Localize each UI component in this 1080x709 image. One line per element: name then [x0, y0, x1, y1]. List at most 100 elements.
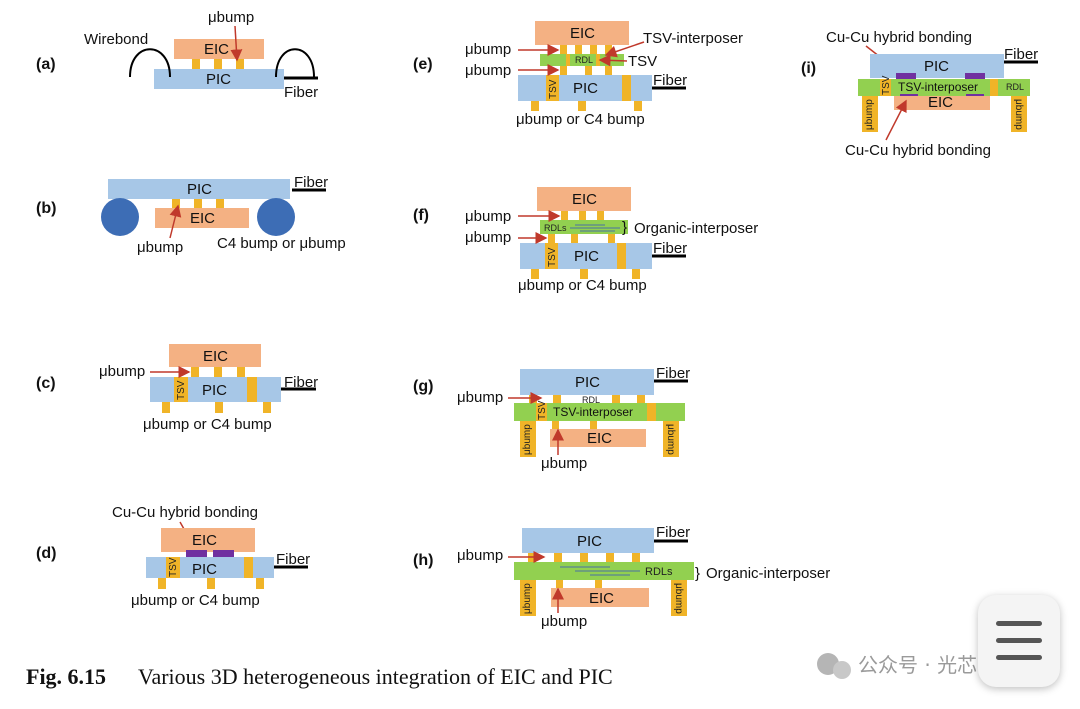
- microbump: [571, 234, 578, 243]
- fiber-label: Fiber: [284, 374, 318, 391]
- ubump-label: μbump: [137, 239, 183, 256]
- tsv-interposer-label: TSV-interposer: [553, 405, 633, 419]
- microbump: [553, 395, 561, 403]
- ubump-pillar: [663, 421, 679, 457]
- tsv-via: [545, 243, 558, 269]
- fiber-label: Fiber: [276, 551, 310, 568]
- tsv-via: [647, 403, 656, 421]
- tsv-via: [174, 377, 188, 402]
- fiber-label: Fiber: [656, 524, 690, 541]
- microbump: [632, 553, 640, 562]
- pointer-arrow: [885, 99, 907, 141]
- cucu-label: Cu-Cu hybrid bonding: [112, 504, 258, 521]
- ubump-label-bottom: μbump: [541, 613, 587, 630]
- eic-label: EIC: [190, 210, 215, 227]
- panel-i: (i) Cu-Cu hybrid bonding PIC Fiber TSV T…: [801, 29, 1038, 159]
- ubump-label-top: μbump: [457, 389, 503, 406]
- eic-die: [894, 96, 990, 110]
- fiber-label: Fiber: [294, 174, 328, 191]
- microbump: [554, 553, 562, 562]
- pointer-arrow: [230, 25, 243, 62]
- bottom-bump: [580, 269, 588, 279]
- hybrid-bond-pad: [965, 73, 985, 79]
- panel-a: (a) EIC PIC Fiber Wirebond μbump: [36, 9, 318, 101]
- microbump: [214, 59, 222, 69]
- hamburger-icon: [996, 621, 1042, 626]
- pic-die: [154, 69, 284, 89]
- wirebond-label: Wirebond: [84, 31, 148, 48]
- panel-label-i: (i): [801, 60, 816, 77]
- c4-bump-ball: [257, 198, 295, 236]
- tsv-label: TSV: [881, 75, 892, 95]
- eic-die: [161, 528, 255, 552]
- pic-die: [108, 179, 290, 199]
- bottom-bump-label: μbump or C4 bump: [143, 416, 272, 433]
- tsv-interposer: [858, 79, 1030, 96]
- eic-label: EIC: [587, 430, 612, 447]
- ubump-pillar: [1011, 96, 1027, 132]
- microbump: [561, 211, 568, 220]
- tsv-via: [166, 557, 180, 578]
- wirebond-loop: [275, 48, 315, 78]
- microbump: [552, 421, 559, 429]
- tsv-via: [546, 75, 559, 101]
- panel-h: (h) PIC Fiber RDLs } Organic-interposer …: [413, 524, 830, 630]
- ubump-label-bottom: μbump: [541, 455, 587, 472]
- hybrid-bond-pad: [186, 550, 207, 557]
- caption-number: Fig. 6.15: [26, 664, 106, 689]
- ubump-pillar-label: μbump: [665, 424, 676, 455]
- menu-button[interactable]: [978, 595, 1060, 687]
- bottom-bump: [578, 101, 586, 111]
- fiber-label: Fiber: [284, 84, 318, 101]
- microbump: [237, 367, 245, 377]
- bottom-bump-label: μbump or C4 bump: [516, 111, 645, 128]
- hybrid-bond-pad: [213, 550, 234, 557]
- bottom-bump-label: μbump or C4 bump: [131, 592, 260, 609]
- bottom-bump: [158, 578, 166, 589]
- ubump-label-top: μbump: [465, 41, 511, 58]
- organic-interposer-label: Organic-interposer: [634, 220, 758, 237]
- microbump: [580, 553, 588, 562]
- microbump: [548, 234, 555, 243]
- microbump: [597, 211, 604, 220]
- tsv-label: TSV: [176, 380, 187, 400]
- panel-label-c: (c): [36, 375, 56, 392]
- watermark-text: 公众号 · 光芯: [858, 653, 977, 677]
- wechat-icon-bubble: [833, 661, 851, 679]
- tsv-interposer-label: TSV-interposer: [643, 30, 743, 47]
- microbump: [612, 395, 620, 403]
- tsv-via: [244, 557, 253, 578]
- panel-e: (e) EIC RDL TSV PIC Fiber μbump or C4 bu…: [413, 21, 743, 128]
- panel-c: (c) EIC TSV PIC Fiber μbump μbump or C4 …: [36, 344, 318, 433]
- fiber-label: Fiber: [653, 240, 687, 257]
- hamburger-icon-bar: [996, 655, 1042, 660]
- tsv-interposer-label: TSV-interposer: [898, 80, 978, 94]
- eic-label: EIC: [203, 348, 228, 365]
- microbump: [575, 45, 582, 54]
- panel-label-a: (a): [36, 56, 56, 73]
- bottom-bump: [256, 578, 264, 589]
- ubump-label-top: μbump: [457, 547, 503, 564]
- fiber-label: Fiber: [653, 72, 687, 89]
- panel-label-e: (e): [413, 56, 433, 73]
- ubump-label: μbump: [208, 9, 254, 26]
- ubump-pillar-label: μbump: [864, 99, 875, 130]
- pic-label: PIC: [924, 58, 949, 75]
- hybrid-bond-pad: [896, 73, 916, 79]
- bottom-bump-label: μbump or C4 bump: [518, 277, 647, 294]
- microbump: [637, 395, 645, 403]
- tsv-interposer: [514, 403, 685, 421]
- microbump: [191, 367, 199, 377]
- microbump: [590, 421, 597, 429]
- eic-die: [551, 588, 649, 607]
- pic-label: PIC: [573, 80, 598, 97]
- eic-label: EIC: [928, 94, 953, 111]
- pic-label: PIC: [575, 374, 600, 391]
- microbump: [605, 66, 612, 75]
- microbump: [585, 66, 592, 75]
- microbump: [608, 234, 615, 243]
- cucu-label-bottom: Cu-Cu hybrid bonding: [845, 142, 991, 159]
- eic-label: EIC: [192, 532, 217, 549]
- pic-label: PIC: [206, 71, 231, 88]
- tsv-via: [622, 75, 631, 101]
